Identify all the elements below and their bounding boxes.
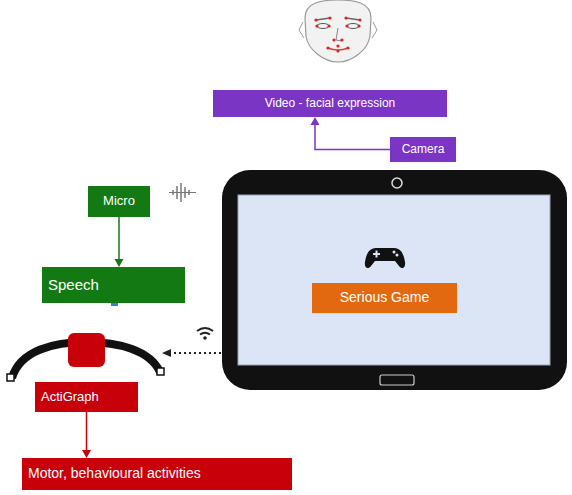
box-label: Speech <box>48 277 99 294</box>
sensor-box: Micro <box>88 186 150 217</box>
box-label: Micro <box>103 194 135 208</box>
sound-wave-icon <box>169 183 196 202</box>
tablet <box>222 170 567 390</box>
connector-line <box>86 412 88 451</box>
connector-line <box>118 217 120 260</box>
output-box: Video - facial expression <box>213 90 447 117</box>
connector-arrow <box>82 412 91 458</box>
face-picture <box>299 0 377 62</box>
tablet-camera <box>392 178 402 188</box>
output-box: Speech <box>42 267 185 303</box>
box-label: Camera <box>402 143 445 156</box>
arrowhead <box>115 259 124 267</box>
box-label: ActiGraph <box>41 390 99 404</box>
connector-line <box>315 124 390 150</box>
wireless-link <box>162 328 221 357</box>
connector-arrow <box>115 217 124 267</box>
sensor-box: ActiGraph <box>35 382 138 412</box>
output-box: Motor, behavioural activities <box>22 458 292 490</box>
box-label: Serious Game <box>340 290 429 305</box>
box-label: Motor, behavioural activities <box>28 466 201 481</box>
sensor-box: Camera <box>390 137 456 162</box>
gamepad-icon <box>365 248 405 268</box>
gamepad-buttons <box>373 251 399 258</box>
process-box: Serious Game <box>312 283 457 313</box>
wristband <box>7 333 164 381</box>
connector-arrow <box>311 117 391 150</box>
arrowhead <box>311 117 320 125</box>
home-button <box>380 375 414 385</box>
arrowhead <box>82 450 91 458</box>
box-label: Video - facial expression <box>265 97 396 110</box>
